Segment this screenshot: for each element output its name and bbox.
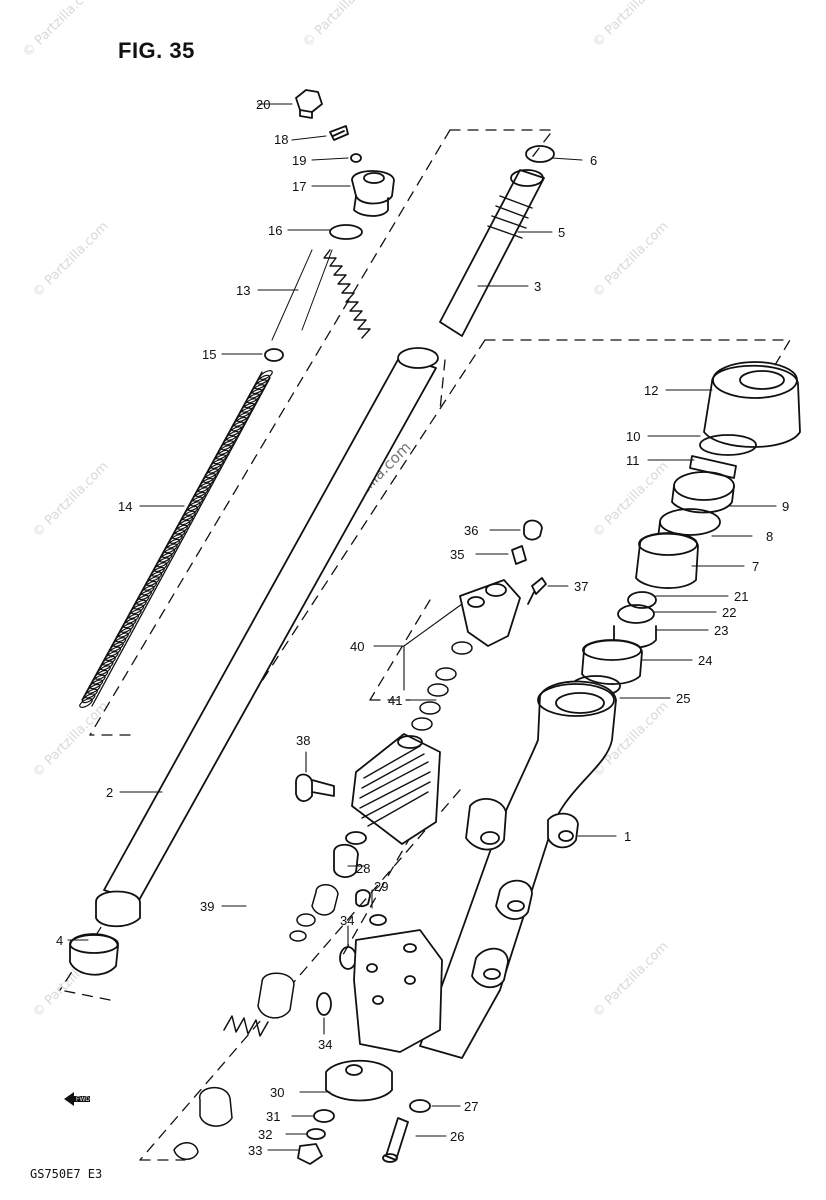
callout-7[interactable]: 7 (752, 559, 760, 574)
callout-15[interactable]: 15 (202, 347, 217, 362)
callout-29[interactable]: 29 (374, 879, 389, 894)
callout-13[interactable]: 13 (236, 283, 251, 298)
forward-arrow-icon: FWD (64, 1092, 90, 1106)
callout-12[interactable]: 12 (644, 383, 659, 398)
callout-20[interactable]: 20 (256, 97, 271, 112)
callout-10[interactable]: 10 (626, 429, 641, 444)
callout-34[interactable]: 34 (318, 1037, 333, 1052)
callout-33[interactable]: 33 (248, 1143, 263, 1158)
callout-25[interactable]: 25 (676, 691, 691, 706)
callout-37[interactable]: 37 (574, 579, 589, 594)
callout-8[interactable]: 8 (766, 529, 774, 544)
callout-16[interactable]: 16 (268, 223, 283, 238)
callout-34[interactable]: 34 (340, 913, 355, 928)
callout-30[interactable]: 30 (270, 1085, 285, 1100)
callout-35[interactable]: 35 (450, 547, 465, 562)
callout-23[interactable]: 23 (714, 623, 729, 638)
figure-title: FIG. 35 (118, 38, 195, 63)
callout-19[interactable]: 19 (292, 153, 307, 168)
callout-17[interactable]: 17 (292, 179, 307, 194)
callout-38[interactable]: 38 (296, 733, 311, 748)
callout-32[interactable]: 32 (258, 1127, 273, 1142)
callout-1[interactable]: 1 (624, 829, 632, 844)
callout-31[interactable]: 31 (266, 1109, 281, 1124)
callout-3[interactable]: 3 (534, 279, 542, 294)
callout-36[interactable]: 36 (464, 523, 479, 538)
callout-24[interactable]: 24 (698, 653, 713, 668)
callout-14[interactable]: 14 (118, 499, 133, 514)
callout-26[interactable]: 26 (450, 1129, 465, 1144)
forward-label: FWD (76, 1097, 90, 1103)
model-code: GS750E7 E3 (30, 1167, 103, 1181)
callout-6[interactable]: 6 (590, 153, 598, 168)
callout-9[interactable]: 9 (782, 499, 790, 514)
callout-2[interactable]: 2 (106, 785, 114, 800)
callout-27[interactable]: 27 (464, 1099, 479, 1114)
callout-40[interactable]: 40 (350, 639, 365, 654)
callout-11[interactable]: 11 (626, 453, 640, 468)
callout-41[interactable]: 41 (388, 693, 403, 708)
callout-4[interactable]: 4 (56, 933, 64, 948)
callout-39[interactable]: 39 (200, 899, 215, 914)
callout-18[interactable]: 18 (274, 132, 289, 147)
spring-coil (79, 698, 93, 708)
callout-21[interactable]: 21 (734, 589, 749, 604)
callout-22[interactable]: 22 (722, 605, 737, 620)
callout-5[interactable]: 5 (558, 225, 566, 240)
callout-28[interactable]: 28 (356, 861, 371, 876)
